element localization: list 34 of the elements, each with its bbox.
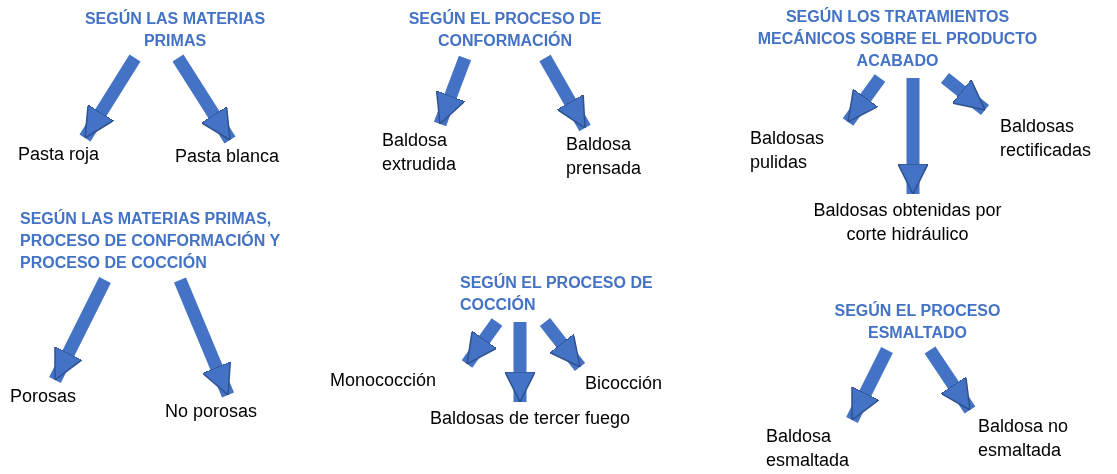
block-arrow bbox=[172, 54, 236, 144]
tile-type-label: Baldosas obtenidas por corte hidráulico bbox=[805, 198, 1010, 246]
category-heading: SEGÚN LAS MATERIAS PRIMAS bbox=[60, 8, 290, 52]
block-arrow bbox=[846, 347, 893, 423]
block-arrow bbox=[539, 54, 591, 132]
tile-type-label: Porosas bbox=[10, 384, 90, 408]
category-heading: SEGÚN EL PROCESO ESMALTADO bbox=[790, 300, 1045, 344]
tile-type-label: Baldosas de tercer fuego bbox=[430, 406, 670, 430]
block-arrow bbox=[504, 322, 536, 403]
tile-type-label: Baldosa prensada bbox=[566, 132, 661, 180]
block-arrow bbox=[433, 55, 472, 127]
category-heading: SEGÚN EL PROCESO DE COCCIÓN bbox=[460, 272, 660, 316]
tile-type-label: Pasta roja bbox=[18, 142, 118, 166]
block-arrow bbox=[539, 318, 586, 371]
block-arrow bbox=[79, 54, 141, 142]
block-arrow bbox=[461, 318, 503, 368]
category-heading: SEGÚN LOS TRATAMIENTOS MECÁNICOS SOBRE EL PRODUCTO ACABADO bbox=[745, 6, 1050, 72]
tile-type-label: Baldosas pulidas bbox=[750, 126, 830, 174]
category-heading: SEGÚN EL PROCESO DE CONFORMACIÓN bbox=[380, 8, 630, 52]
tile-type-label: Pasta blanca bbox=[175, 144, 300, 168]
tile-type-label: No porosas bbox=[165, 399, 280, 423]
category-heading: SEGÚN LAS MATERIAS PRIMAS, PROCESO DE CONFORMACIÓN Y PROCESO DE COCCIÓN bbox=[20, 208, 330, 274]
block-arrow bbox=[940, 72, 990, 116]
block-arrow bbox=[842, 74, 886, 126]
tile-type-label: Baldosa no esmaltada bbox=[978, 414, 1108, 462]
block-arrow bbox=[924, 346, 976, 414]
tile-type-label: Monococción bbox=[330, 368, 460, 392]
block-arrow bbox=[174, 277, 234, 398]
block-arrow bbox=[897, 78, 929, 195]
block-arrow bbox=[49, 277, 111, 383]
tile-type-label: Baldosa extrudida bbox=[382, 128, 482, 176]
tile-type-label: Baldosa esmaltada bbox=[766, 424, 851, 472]
tile-type-label: Bicocción bbox=[585, 371, 680, 395]
tile-type-label: Baldosas rectificadas bbox=[1000, 114, 1112, 162]
